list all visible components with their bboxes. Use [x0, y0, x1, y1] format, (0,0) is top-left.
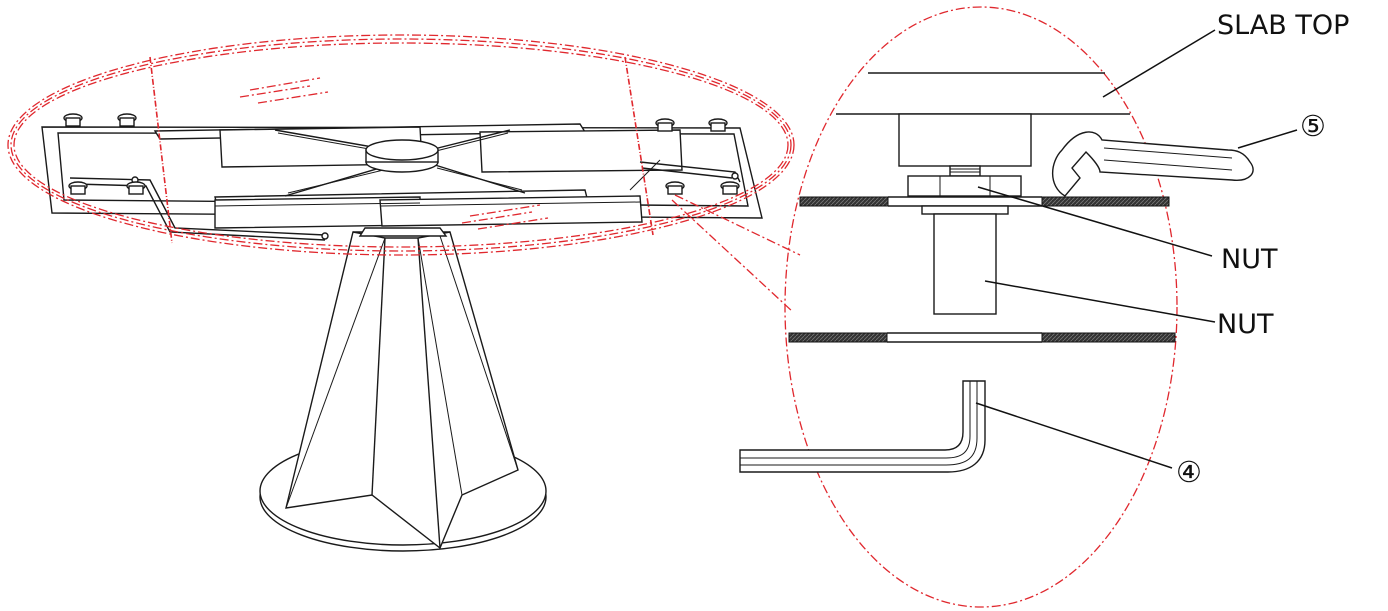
label-part-5: ⑤ — [1300, 109, 1326, 143]
sleeve-nut — [921, 205, 1009, 315]
leader-lines — [975, 29, 1298, 469]
label-slab-top: SLAB TOP — [1217, 10, 1350, 41]
bolt-icon — [63, 113, 83, 127]
bolt-icon — [655, 118, 675, 132]
bolt-icon — [708, 118, 728, 132]
upper-nut — [907, 175, 1022, 197]
leader-part-5 — [1237, 129, 1298, 149]
wrench-icon — [1051, 131, 1254, 197]
leader-part-4 — [975, 402, 1173, 469]
label-part-4: ④ — [1176, 455, 1202, 489]
lower-plate — [788, 332, 1176, 343]
bolt-icon — [720, 181, 740, 195]
allen-key-icon — [739, 380, 986, 473]
extension-frame — [41, 123, 763, 241]
leader-nut-lower — [984, 280, 1216, 323]
bolt-icon — [126, 181, 146, 195]
slab-top — [836, 72, 1130, 115]
upper-plate — [799, 196, 1170, 207]
table-pedestal — [285, 227, 519, 550]
frame-bolts — [63, 113, 740, 195]
leader-slab-top — [1102, 29, 1216, 98]
bolt-icon — [665, 181, 685, 195]
label-nut-upper: NUT — [1221, 244, 1278, 275]
leader-nut-upper — [977, 186, 1213, 257]
detail-callout — [671, 6, 1178, 608]
bolt-icon — [117, 113, 137, 127]
mount-block — [898, 113, 1032, 167]
tabletop-outline — [7, 34, 795, 256]
label-nut-lower: NUT — [1217, 309, 1274, 340]
threaded-stud — [949, 165, 981, 177]
bolt-icon — [68, 181, 88, 195]
